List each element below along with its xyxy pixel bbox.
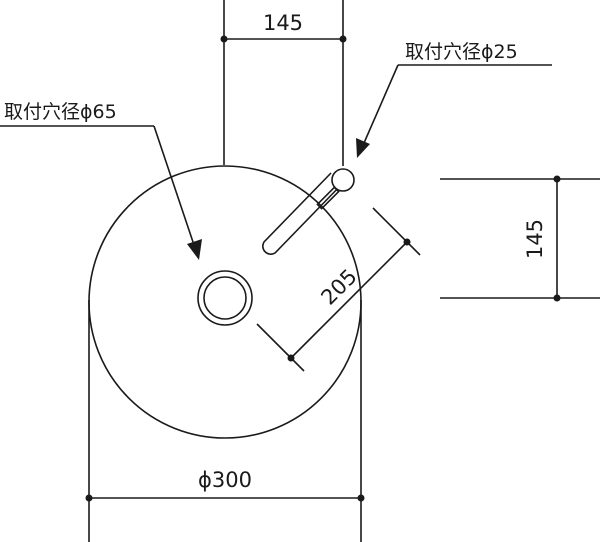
leader-hole-large-arrowhead xyxy=(187,239,202,260)
hole-small-label: 取付穴径ϕ25 xyxy=(405,41,518,63)
right-dimension-dot-bottom xyxy=(553,294,561,302)
leader-hole-small xyxy=(363,64,552,144)
top-dimension-lines xyxy=(223,0,344,166)
top-dimension-label: 145 xyxy=(263,11,303,35)
diagonal-dimension-dot-upper xyxy=(403,238,411,246)
diagonal-dimension-dot-lower xyxy=(287,354,295,362)
diameter-dimension-dot-right xyxy=(357,494,365,502)
diameter-dimension-dot-left xyxy=(85,494,93,502)
top-dimension-dot-right xyxy=(339,35,347,43)
faucet-head xyxy=(331,168,355,192)
hole-large-label: 取付穴径ϕ65 xyxy=(4,101,117,123)
right-dimension-lines xyxy=(440,178,600,299)
drain-hole-outer xyxy=(197,270,253,326)
leader-hole-large xyxy=(0,125,195,246)
faucet-spout xyxy=(262,172,343,255)
diagonal-dimension-lines xyxy=(256,207,421,372)
diameter-dimension-lines xyxy=(88,300,362,542)
right-dimension-label: 145 xyxy=(523,219,547,259)
diameter-dimension-label: ϕ300 xyxy=(198,468,252,492)
right-dimension-dot-top xyxy=(553,175,561,183)
leader-hole-small-arrowhead xyxy=(356,138,370,158)
faucet xyxy=(262,168,355,255)
drain-hole-inner xyxy=(203,276,247,320)
top-dimension-dot-left xyxy=(220,35,228,43)
diagonal-dimension-label: 205 xyxy=(316,264,361,309)
